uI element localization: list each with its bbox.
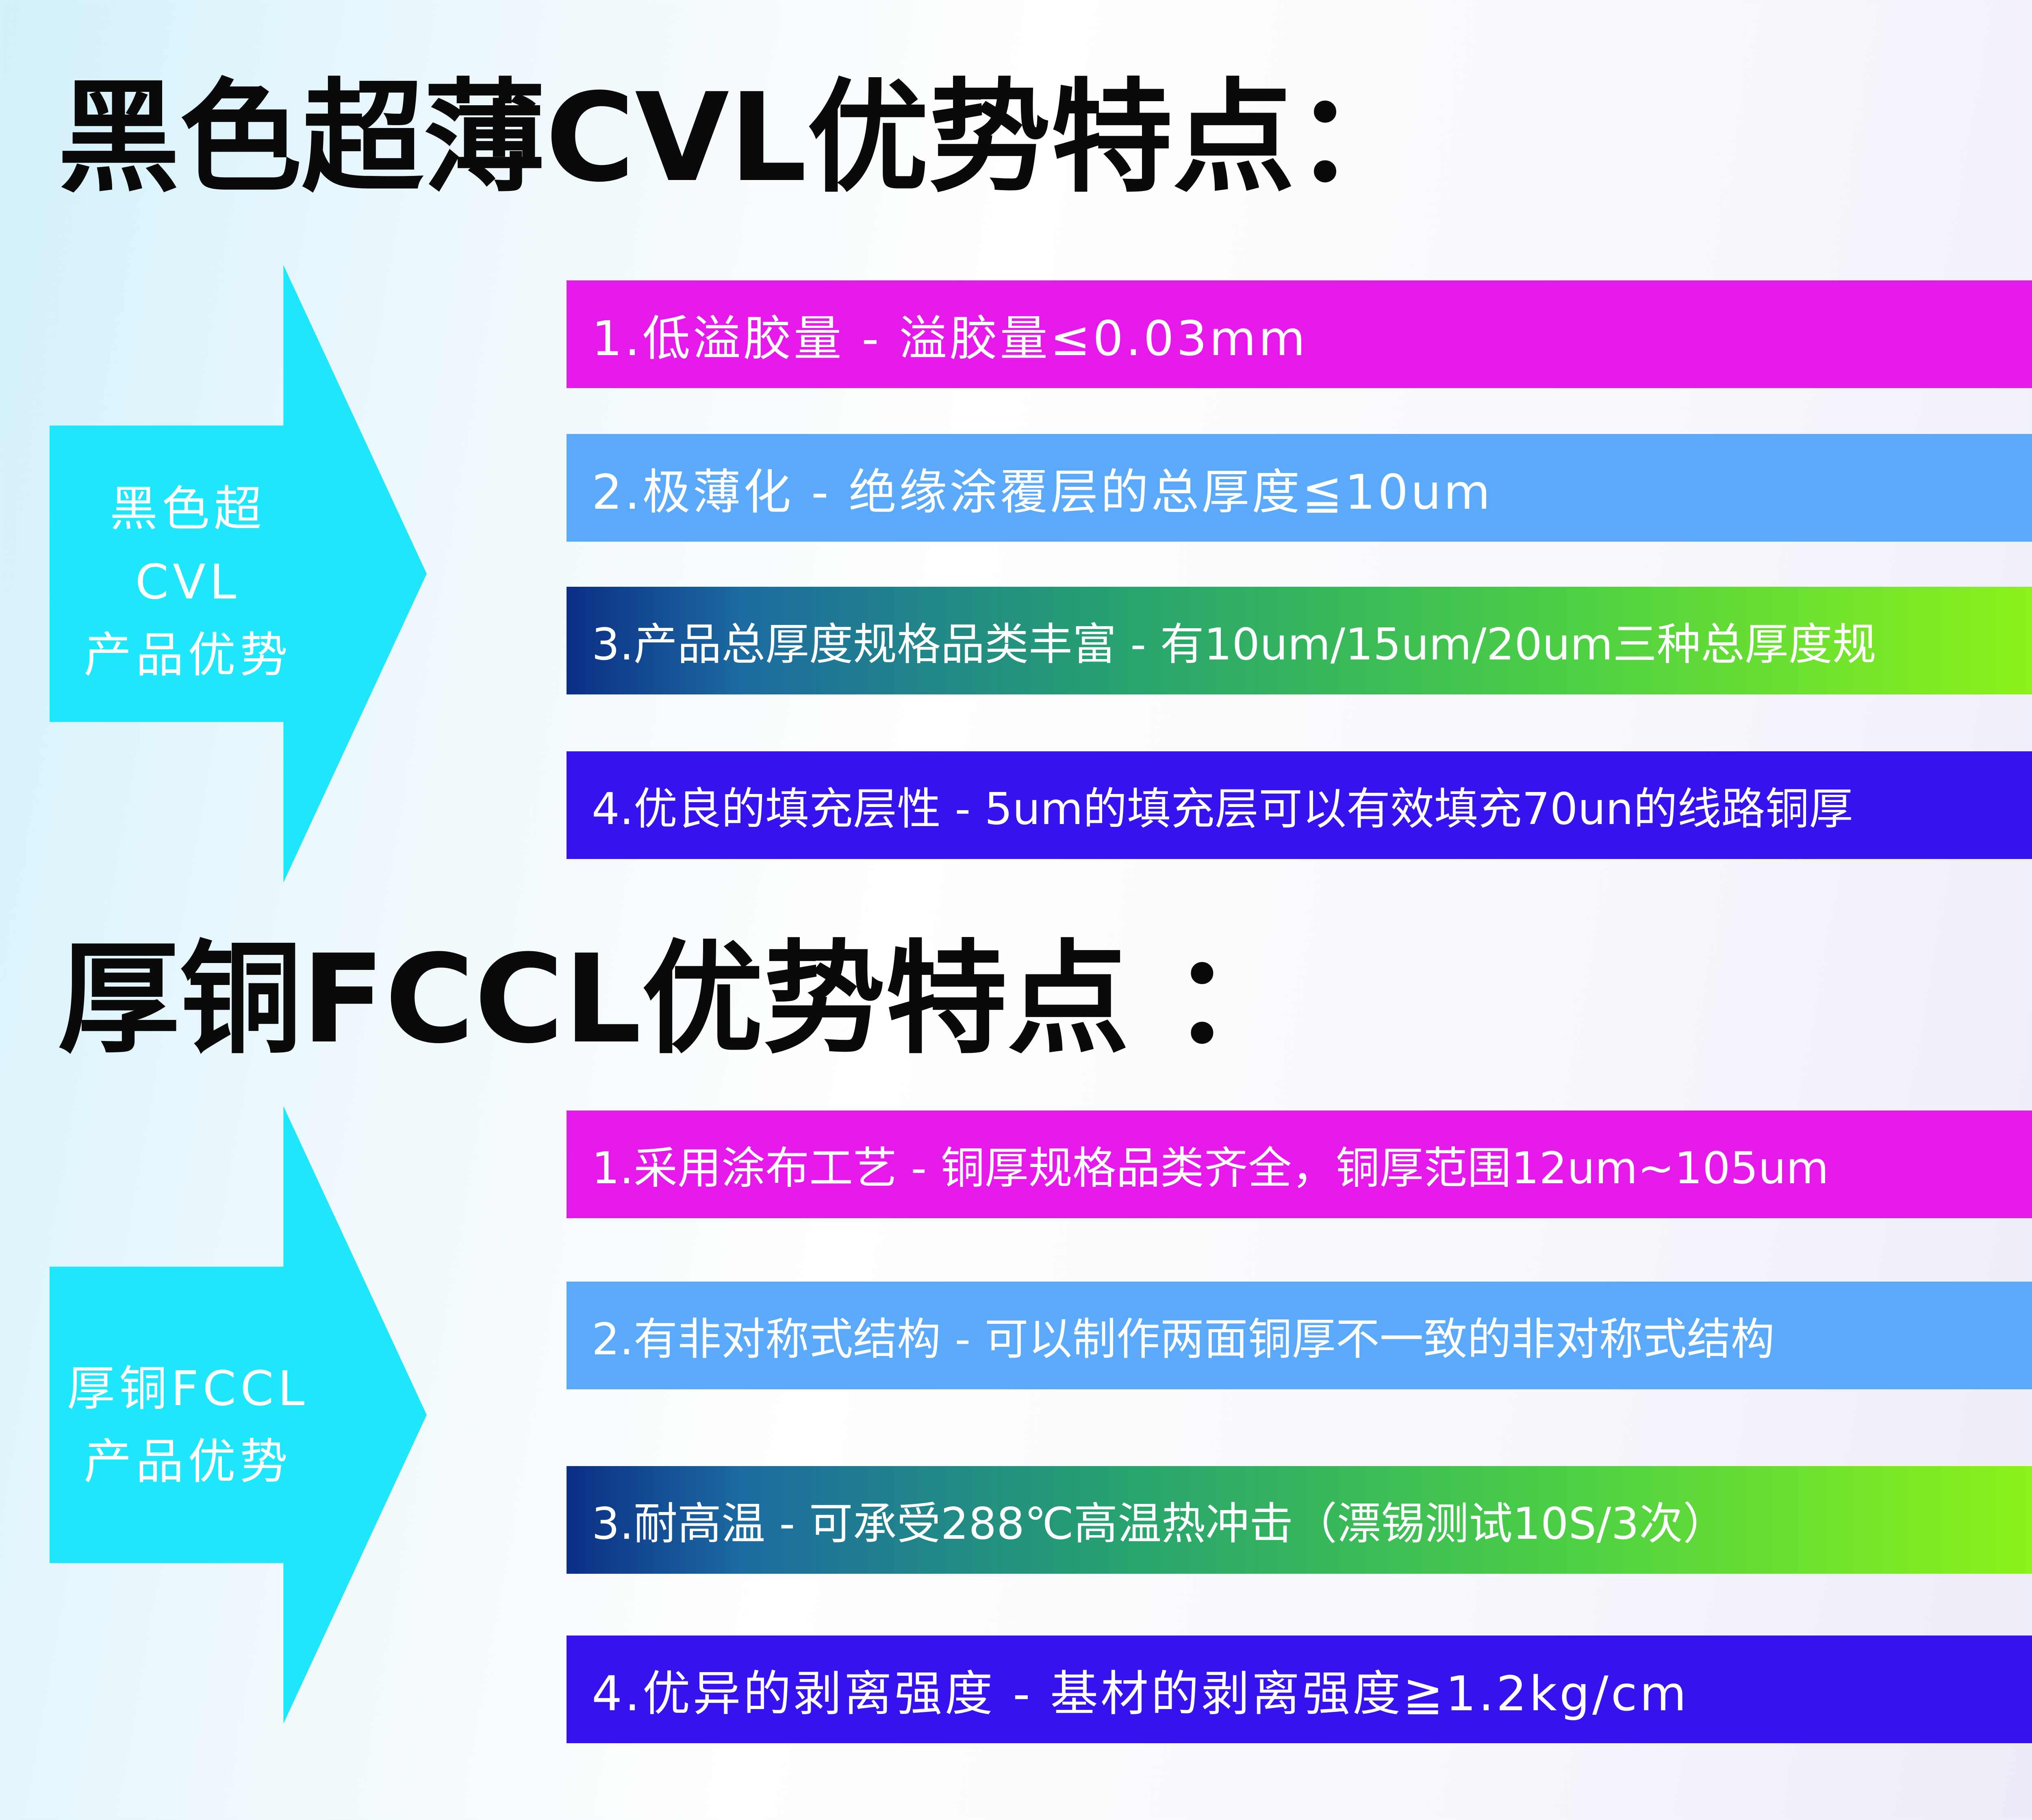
arrow-label-cvl: 黑色超 CVL 产品优势 (62, 472, 314, 692)
fccl-feature-bar-1: 1.采用涂布工艺 - 铜厚规格品类齐全，铜厚范围12um~105um (567, 1111, 2032, 1218)
arrow-banner-cvl: 黑色超 CVL 产品优势 (50, 265, 427, 883)
arrow-label-line: 产品优势 (83, 627, 292, 683)
arrow-label-line: CVL (135, 554, 241, 610)
arrow-label-fccl: 厚铜FCCL 产品优势 (62, 1352, 314, 1498)
arrow-banner-fccl: 厚铜FCCL 产品优势 (50, 1106, 427, 1724)
arrow-label-line: 黑色超 (109, 481, 266, 537)
cvl-feature-bar-1: 1.低溢胶量 - 溢胶量≤0.03mm (567, 280, 2032, 388)
fccl-feature-bar-4: 4.优异的剥离强度 - 基材的剥离强度≧1.2kg/cm (567, 1636, 2032, 1743)
cvl-feature-bar-2: 2.极薄化 - 绝缘涂覆层的总厚度≦10um (567, 434, 2032, 542)
fccl-feature-bar-2: 2.有非对称式结构 - 可以制作两面铜厚不一致的非对称式结构 (567, 1282, 2032, 1389)
cvl-feature-bar-3: 3.产品总厚度规格品类丰富 - 有10um/15um/20um三种总厚度规 (567, 587, 2032, 694)
section-heading-cvl: 黑色超薄CVL优势特点： (58, 67, 1417, 209)
fccl-feature-bar-3: 3.耐高温 - 可承受288℃高温热冲击（漂锡测试10S/3次） (567, 1466, 2032, 1574)
arrow-label-line: 厚铜FCCL (67, 1360, 309, 1417)
cvl-feature-bar-4: 4.优良的填充层性 - 5um的填充层可以有效填充70un的线路铜厚 (567, 751, 2032, 859)
section-heading-fccl: 厚铜FCCL优势特点 ： (58, 928, 1294, 1070)
arrow-label-line: 产品优势 (83, 1434, 292, 1490)
